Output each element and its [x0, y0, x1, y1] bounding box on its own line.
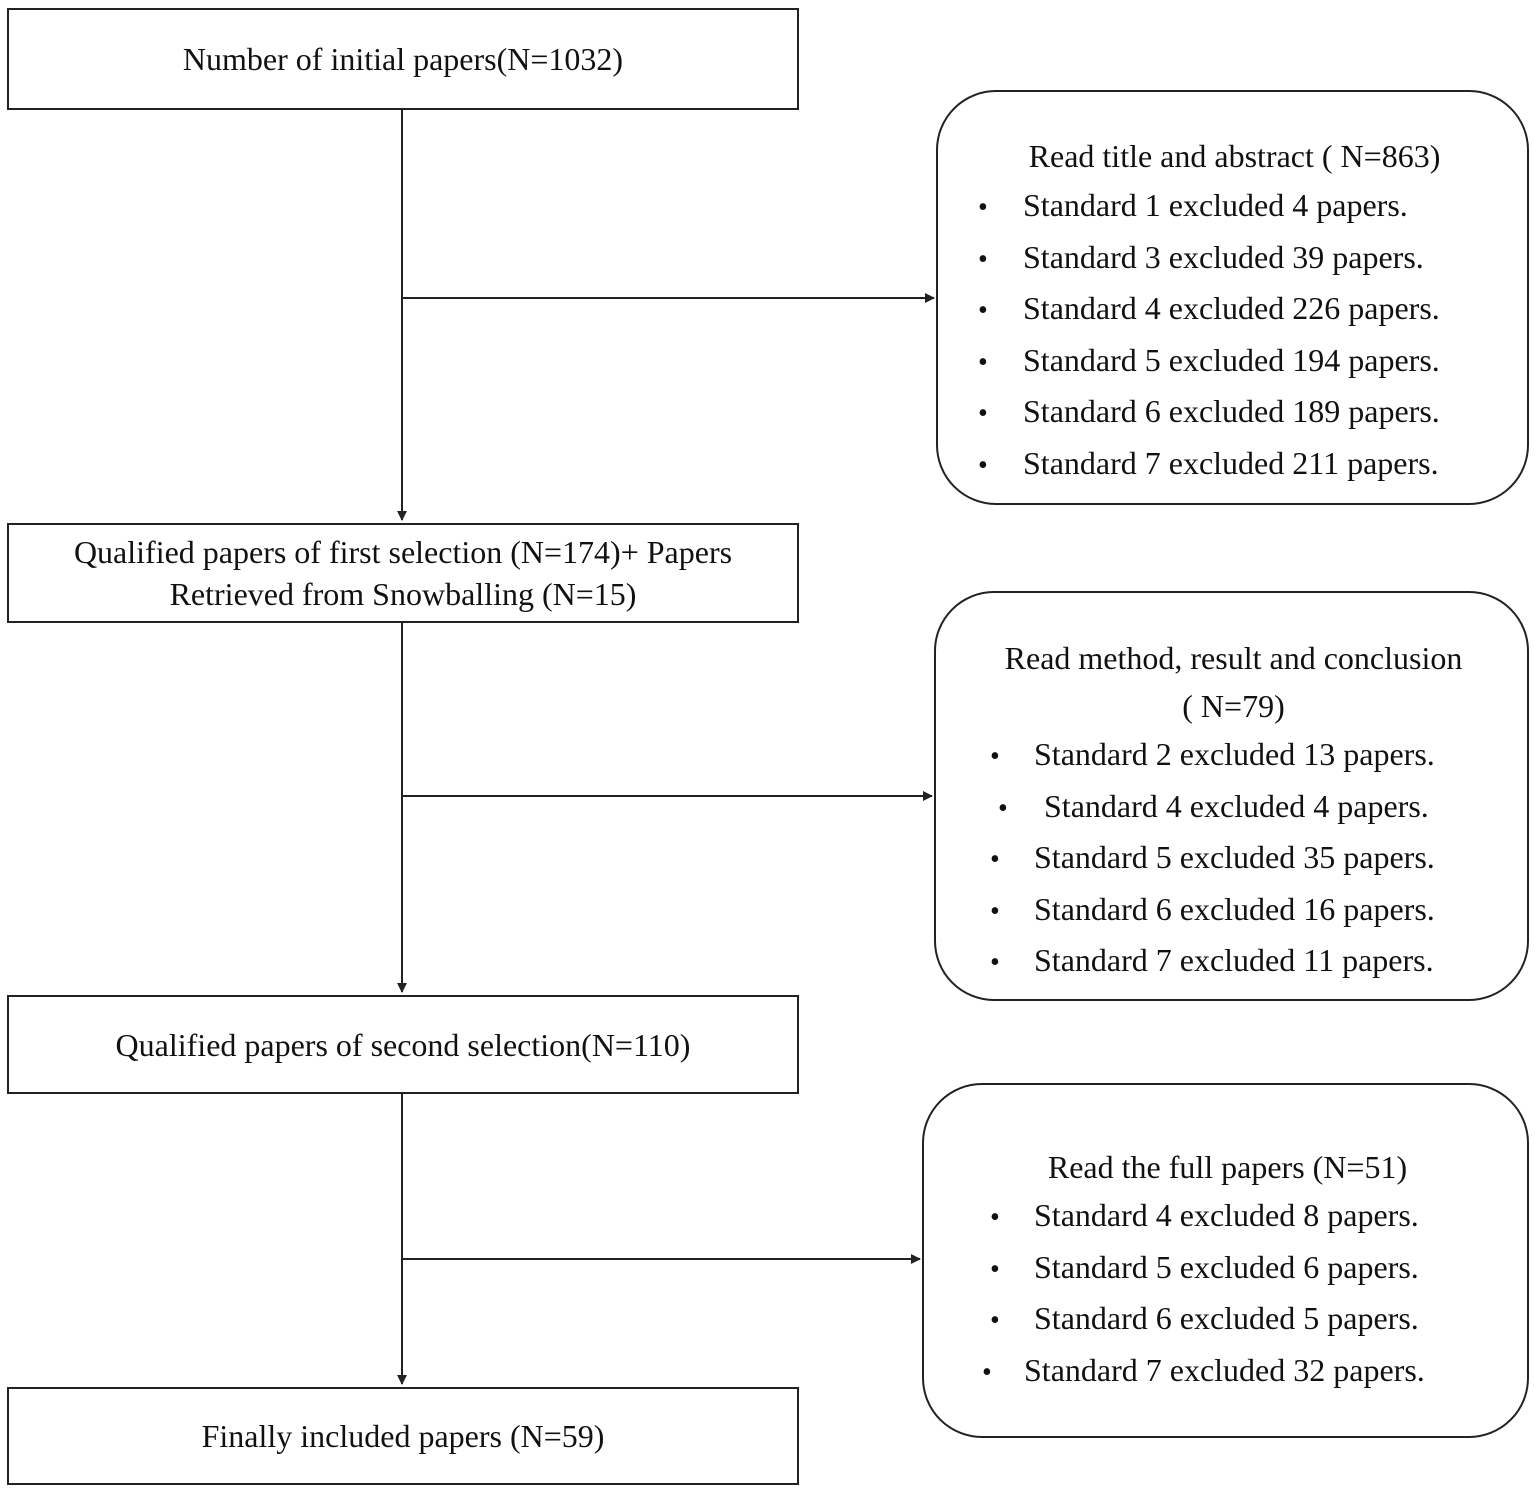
list-item: •Standard 6 excluded 189 papers.	[978, 387, 1440, 439]
bullet-icon: •	[978, 449, 988, 481]
list-item: •Standard 7 excluded 32 papers.	[982, 1346, 1425, 1398]
list-item: •Standard 4 excluded 226 papers.	[978, 284, 1440, 336]
exclusion-box-full-papers: Read the full papers (N=51) •Standard 4 …	[922, 1083, 1529, 1438]
bullet-icon: •	[978, 295, 988, 326]
list-item: •Standard 4 excluded 4 papers.	[990, 782, 1435, 834]
bullet-icon: •	[990, 1305, 1000, 1336]
list-item: •Standard 3 excluded 39 papers.	[978, 233, 1440, 285]
list-item: •Standard 5 excluded 6 papers.	[990, 1243, 1425, 1295]
list-item: •Standard 7 excluded 211 papers.	[978, 439, 1440, 491]
stage-initial-papers: Number of initial papers(N=1032)	[7, 8, 799, 110]
exclusion-title-abstract-heading: Read title and abstract ( N=863)	[1028, 138, 1441, 174]
exclusion-box-method-result: Read method, result and conclusion ( N=7…	[934, 591, 1529, 1001]
bullet-icon: •	[990, 895, 1000, 927]
stage-final-papers: Finally included papers (N=59)	[7, 1387, 799, 1485]
bullet-icon: •	[978, 398, 988, 429]
exclusion-method-result-heading-line1: Read method, result and conclusion	[1004, 640, 1463, 676]
bullet-icon: •	[990, 947, 1000, 978]
list-item: •Standard 2 excluded 13 papers.	[990, 730, 1435, 782]
list-item: •Standard 6 excluded 16 papers.	[990, 885, 1435, 937]
bullet-icon: •	[978, 243, 988, 275]
stage-second-selection: Qualified papers of second selection(N=1…	[7, 995, 799, 1094]
stage-first-selection-line1: Qualified papers of first selection (N=1…	[73, 534, 733, 570]
exclusion-list-1: •Standard 1 excluded 4 papers. •Standard…	[978, 181, 1440, 490]
stage-final-label: Finally included papers (N=59)	[201, 1418, 605, 1454]
bullet-icon: •	[978, 346, 988, 378]
exclusion-full-papers-heading: Read the full papers (N=51)	[1047, 1149, 1408, 1185]
bullet-icon: •	[978, 192, 988, 223]
bullet-icon: •	[998, 792, 1008, 824]
list-item: •Standard 5 excluded 194 papers.	[978, 336, 1440, 388]
stage-first-selection: Qualified papers of first selection (N=1…	[7, 523, 799, 623]
bullet-icon: •	[990, 1202, 1000, 1233]
exclusion-list-3: •Standard 4 excluded 8 papers. •Standard…	[982, 1191, 1425, 1398]
exclusion-list-2: •Standard 2 excluded 13 papers. •Standar…	[990, 730, 1435, 988]
bullet-icon: •	[990, 1253, 1000, 1285]
bullet-icon: •	[990, 844, 1000, 875]
list-item: •Standard 1 excluded 4 papers.	[978, 181, 1440, 233]
list-item: •Standard 5 excluded 35 papers.	[990, 833, 1435, 885]
bullet-icon: •	[982, 1356, 992, 1388]
stage-second-selection-label: Qualified papers of second selection(N=1…	[115, 1026, 691, 1063]
bullet-icon: •	[990, 741, 1000, 772]
stage-first-selection-line2: Retrieved from Snowballing (N=15)	[169, 576, 637, 612]
exclusion-box-title-abstract: Read title and abstract ( N=863) •Standa…	[936, 90, 1529, 505]
list-item: •Standard 7 excluded 11 papers.	[990, 936, 1435, 988]
list-item: •Standard 6 excluded 5 papers.	[990, 1294, 1425, 1346]
exclusion-method-result-heading-line2: ( N=79)	[1182, 688, 1285, 724]
stage-initial-label: Number of initial papers(N=1032)	[182, 41, 624, 77]
list-item: •Standard 4 excluded 8 papers.	[990, 1191, 1425, 1243]
